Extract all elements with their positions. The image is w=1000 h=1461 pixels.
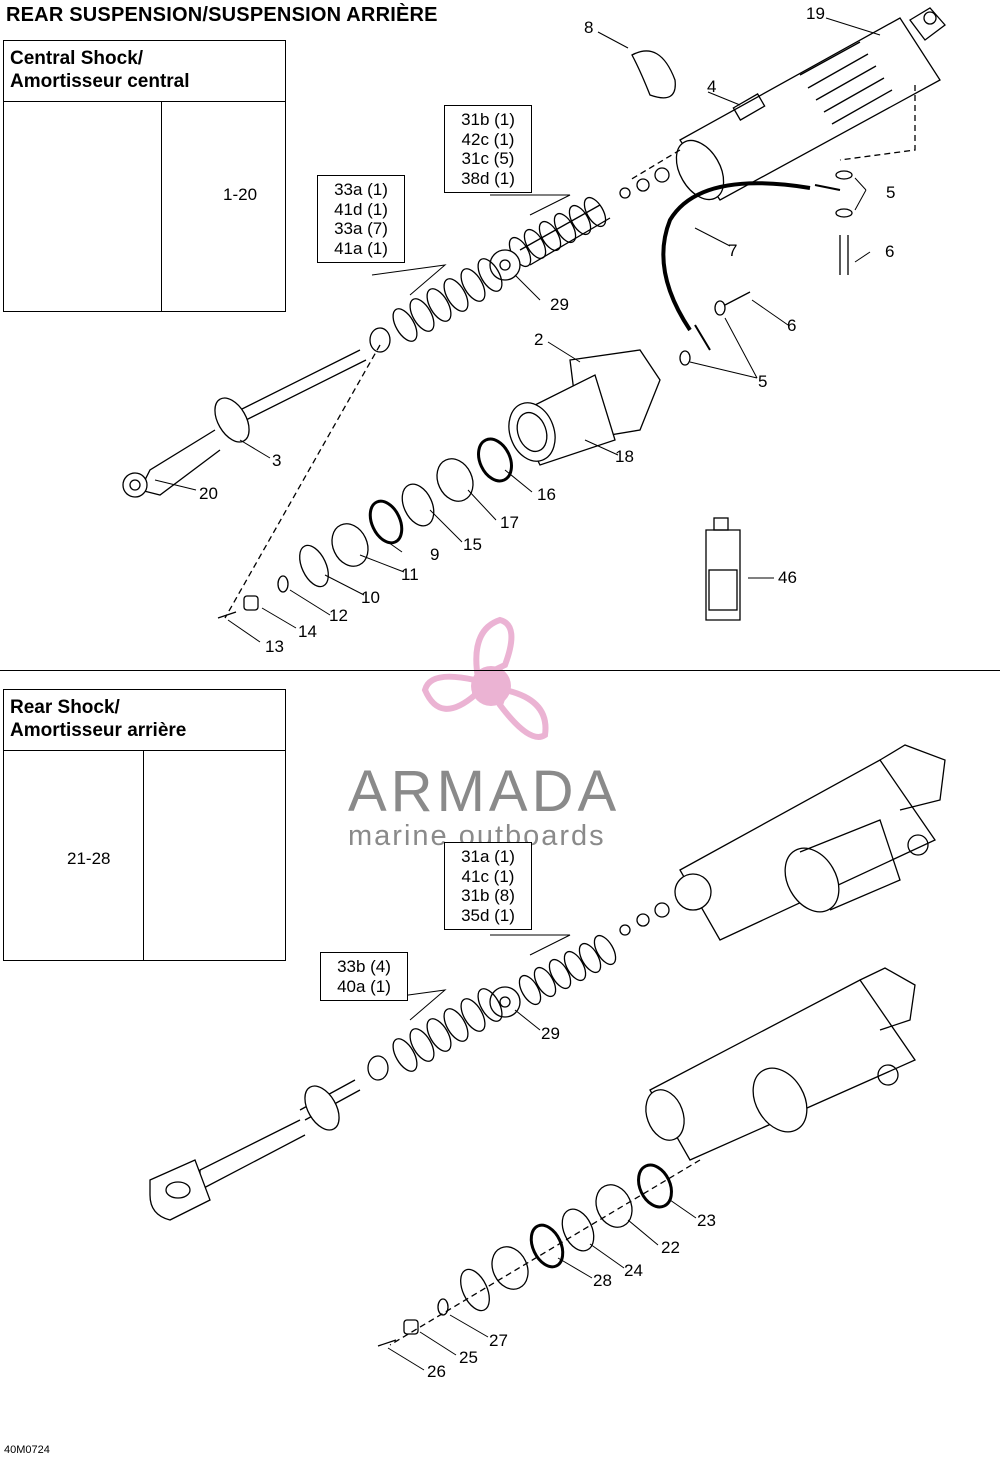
callout-10: 10	[361, 588, 380, 607]
kit-line: 31c (5)	[461, 149, 515, 169]
rear-inset-separator	[143, 751, 144, 960]
drawing-code: 40M0724	[4, 1444, 50, 1456]
callout-23: 23	[697, 1211, 716, 1230]
reservoir-2-18	[508, 349, 661, 466]
watermark-propeller	[421, 616, 549, 740]
callout-28: 28	[593, 1271, 612, 1290]
callout-27: 27	[489, 1331, 508, 1350]
watermark-brand: ARMADA	[348, 759, 621, 824]
kit-line: 31a (1)	[461, 847, 515, 866]
central-shock-heading: Central Shock/ Amortisseur central	[4, 41, 285, 102]
callout-4: 4	[707, 77, 717, 96]
page-title: REAR SUSPENSION/SUSPENSION ARRIÈRE	[6, 4, 438, 26]
callout-5-top: 5	[886, 183, 896, 202]
kit-line: 31b (8)	[461, 886, 515, 906]
callout-22: 22	[661, 1238, 680, 1257]
callout-19: 19	[806, 4, 825, 23]
callout-15: 15	[463, 535, 482, 554]
kit-line: 35d (1)	[461, 905, 515, 925]
callout-6-mid: 6	[787, 316, 797, 335]
kit-line: 33b (4)	[337, 957, 391, 976]
central-shock-inset: Central Shock/ Amortisseur central	[3, 40, 286, 312]
callout-5-mid: 5	[758, 372, 768, 391]
callout-13: 13	[265, 637, 284, 656]
callout-46: 46	[778, 568, 797, 587]
callout-29-central: 29	[550, 295, 569, 314]
rear-shock-body-lower	[645, 967, 916, 1161]
callout-8: 8	[584, 18, 594, 37]
central-heading-line2: Amortisseur central	[10, 71, 190, 92]
kit-line: 31b (1)	[461, 110, 515, 129]
callout-7: 7	[728, 241, 738, 260]
callout-16: 16	[537, 485, 556, 504]
circlip-8	[631, 50, 676, 99]
rear-shock-body-upper	[674, 744, 946, 941]
callout-2: 2	[534, 330, 544, 349]
rear-range-label: 21-28	[67, 849, 111, 868]
kit-line: 42c (1)	[461, 129, 515, 149]
central-range-label: 1-20	[223, 185, 258, 204]
callout-9: 9	[430, 545, 440, 564]
kit-line: 41d (1)	[334, 199, 388, 219]
callout-18: 18	[615, 447, 634, 466]
rear-shock-heading: Rear Shock/ Amortisseur arrière	[4, 690, 285, 751]
rear-kit-upper: 31a (1) 41c (1) 31b (8) 35d (1)	[444, 842, 532, 931]
central-kit-lower: 33a (1) 41d (1) 33a (7) 41a (1)	[317, 175, 405, 264]
callout-25: 25	[459, 1348, 478, 1367]
callout-6-top: 6	[885, 242, 895, 261]
callout-3: 3	[272, 451, 282, 470]
callout-20: 20	[199, 484, 218, 503]
central-inset-separator	[161, 102, 162, 311]
callout-26: 26	[427, 1362, 446, 1381]
kit-line: 41c (1)	[461, 866, 515, 886]
central-upper-spring	[508, 196, 611, 268]
callout-29-rear: 29	[541, 1024, 560, 1043]
rear-lower-spring	[392, 988, 503, 1072]
callout-17: 17	[500, 513, 519, 532]
kit-line: 38d (1)	[461, 168, 515, 188]
callout-14: 14	[298, 622, 317, 641]
kit-line: 40a (1)	[337, 976, 391, 996]
central-heading-line1: Central Shock/	[10, 48, 144, 69]
callout-24: 24	[624, 1261, 643, 1280]
kit-line: 41a (1)	[334, 238, 388, 258]
rear-kit-lower: 33b (4) 40a (1)	[320, 952, 408, 1002]
rear-shock-inset: Rear Shock/ Amortisseur arrière	[3, 689, 286, 961]
kit-line: 33a (1)	[334, 180, 388, 199]
central-shock-body	[675, 7, 946, 201]
section-divider	[0, 670, 1000, 671]
central-kit-upper: 31b (1) 42c (1) 31c (5) 38d (1)	[444, 105, 532, 194]
oil-bottle-46	[705, 517, 741, 621]
hose-7	[661, 181, 811, 332]
rear-upper-spring	[518, 934, 617, 1006]
callout-11: 11	[401, 565, 419, 584]
rear-heading-line1: Rear Shock/	[10, 697, 120, 718]
callout-12: 12	[329, 606, 348, 625]
shaft-3	[219, 349, 367, 431]
central-lower-spring	[392, 258, 503, 342]
kit-line: 33a (7)	[334, 219, 388, 239]
rear-heading-line2: Amortisseur arrière	[10, 720, 187, 741]
